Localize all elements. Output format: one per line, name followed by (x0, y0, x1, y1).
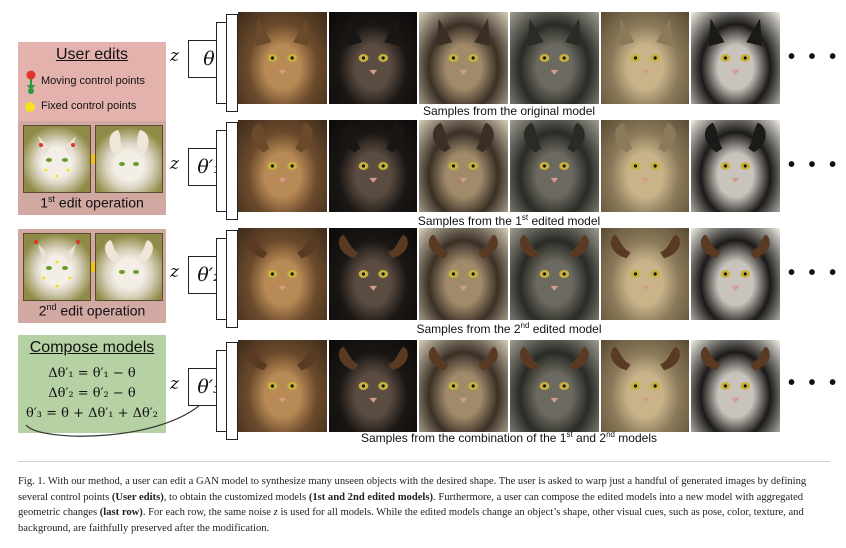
edit-operation-1-label: 1st edit operation (40, 194, 144, 211)
generator-layer (216, 350, 227, 432)
generator-layer (216, 22, 227, 104)
user-edits-panel: User edits Moving control points Fixed c… (18, 42, 166, 122)
equation-composed: θ′₃ = θ + Δθ′₁ + Δθ′₂ (25, 406, 159, 421)
generator-layer (226, 342, 238, 440)
row-caption-edit-1: Samples from the 1st edited model (417, 213, 601, 228)
more-samples-ellipsis: • • • (788, 154, 841, 176)
sample-strip-edit-2 (238, 228, 781, 320)
cat-sample-image (328, 120, 418, 212)
noise-z-label: z (170, 262, 179, 282)
noise-z-label: z (170, 154, 179, 174)
legend-fixed-label: Fixed control points (41, 100, 137, 112)
moving-control-point-icon (26, 70, 36, 94)
edit-operation-1: 1st edit operation (18, 121, 166, 215)
cat-sample-image (510, 120, 599, 212)
sample-strip-composed (238, 340, 781, 432)
more-samples-ellipsis: • • • (788, 46, 841, 68)
user-edits-title: User edits (55, 46, 129, 63)
generator-layer (216, 238, 227, 320)
cat-sample-image (419, 12, 509, 104)
cat-sample-image (419, 228, 509, 320)
cat-sample-image (600, 228, 690, 320)
generator-layer (226, 122, 238, 220)
edit-source-image (23, 125, 91, 193)
cat-sample-image (600, 340, 690, 432)
generator-layer (226, 230, 238, 328)
cat-sample-image (238, 12, 327, 104)
generator-layer (226, 14, 238, 112)
equation-delta-2: Δθ′₂ = θ′₂ − θ (48, 386, 136, 401)
edit-result-image (95, 125, 163, 193)
generator-layer (216, 130, 227, 212)
cat-sample-image (510, 340, 599, 432)
cat-sample-image (238, 340, 327, 432)
cat-sample-image (238, 228, 327, 320)
cat-sample-image (510, 228, 599, 320)
noise-z-label: z (170, 374, 179, 394)
edit-operation-2-label: 2nd edit operation (38, 302, 146, 319)
more-samples-ellipsis: • • • (788, 262, 841, 284)
row-caption-composed: Samples from the combination of the 1st … (361, 430, 657, 445)
caption-divider (18, 461, 830, 462)
cat-sample-image (328, 228, 418, 320)
edit-source-image (23, 233, 91, 301)
legend-moving-label: Moving control points (41, 75, 145, 87)
fixed-control-point-icon (25, 102, 35, 112)
cat-sample-image (691, 120, 781, 212)
cat-sample-image (600, 120, 690, 212)
cat-sample-image (600, 12, 690, 104)
more-samples-ellipsis: • • • (788, 372, 841, 394)
compose-models-panel: Compose models Δθ′₁ = θ′₁ − θ Δθ′₂ = θ′₂… (18, 335, 166, 433)
noise-z-label: z (170, 46, 179, 66)
sample-strip-edit-1 (238, 120, 781, 212)
cat-sample-image (328, 340, 418, 432)
equation-delta-1: Δθ′₁ = θ′₁ − θ (48, 366, 136, 381)
cat-sample-image (691, 12, 781, 104)
cat-sample-image (691, 340, 781, 432)
row-caption-edit-2: Samples from the 2nd edited model (416, 321, 602, 336)
figure-caption: Fig. 1. With our method, a user can edit… (18, 476, 807, 534)
cat-sample-image (691, 228, 781, 320)
cat-sample-image (419, 340, 509, 432)
sample-strip-original (238, 12, 781, 104)
cat-sample-image (419, 120, 509, 212)
cat-sample-image (328, 12, 418, 104)
cat-sample-image (510, 12, 599, 104)
cat-sample-image (238, 120, 327, 212)
edit-result-image (95, 233, 163, 301)
compose-models-title: Compose models (29, 339, 155, 356)
compose-link-curve (25, 396, 209, 437)
edit-operation-2: 2nd edit operation (18, 229, 166, 323)
row-caption-original: Samples from the original model (422, 104, 596, 118)
